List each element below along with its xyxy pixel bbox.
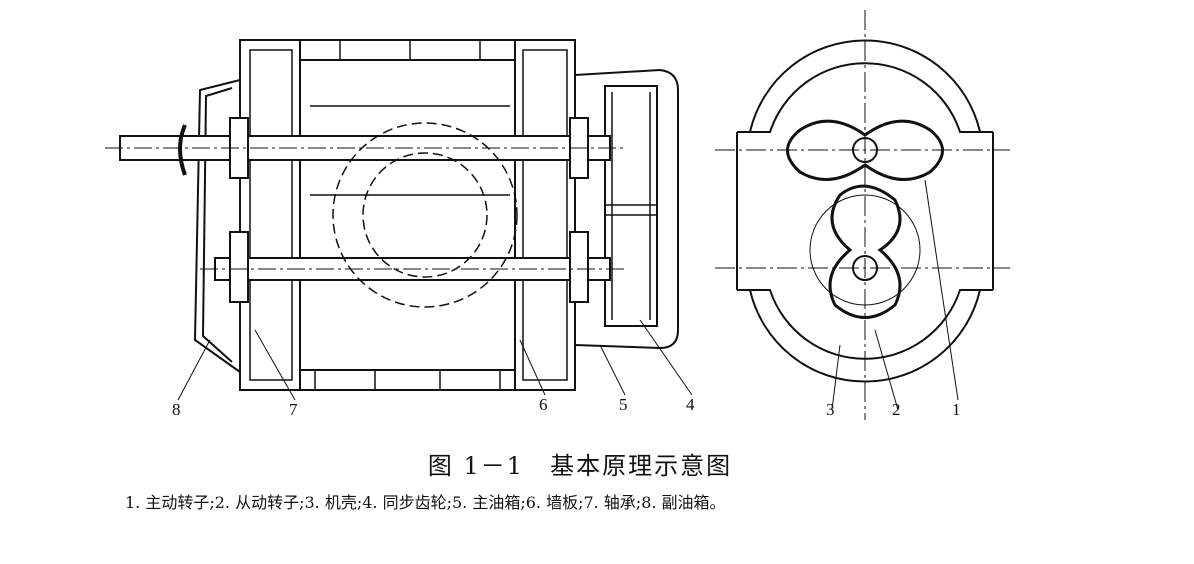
label-2: 2: [892, 400, 901, 419]
figure-legend: 1. 主动转子;2. 从动转子;3. 机壳;4. 同步齿轮;5. 主油箱;6. …: [125, 493, 726, 512]
label-7: 7: [289, 400, 298, 419]
end-view: [715, 10, 1010, 420]
label-3: 3: [826, 400, 835, 419]
label-4: 4: [686, 395, 695, 414]
label-1: 1: [952, 400, 961, 419]
figure-title: 图 1－1 基本原理示意图: [427, 452, 733, 480]
label-6: 6: [539, 395, 548, 414]
label-8: 8: [172, 400, 181, 419]
side-view: [105, 39, 693, 401]
label-5: 5: [619, 395, 628, 414]
